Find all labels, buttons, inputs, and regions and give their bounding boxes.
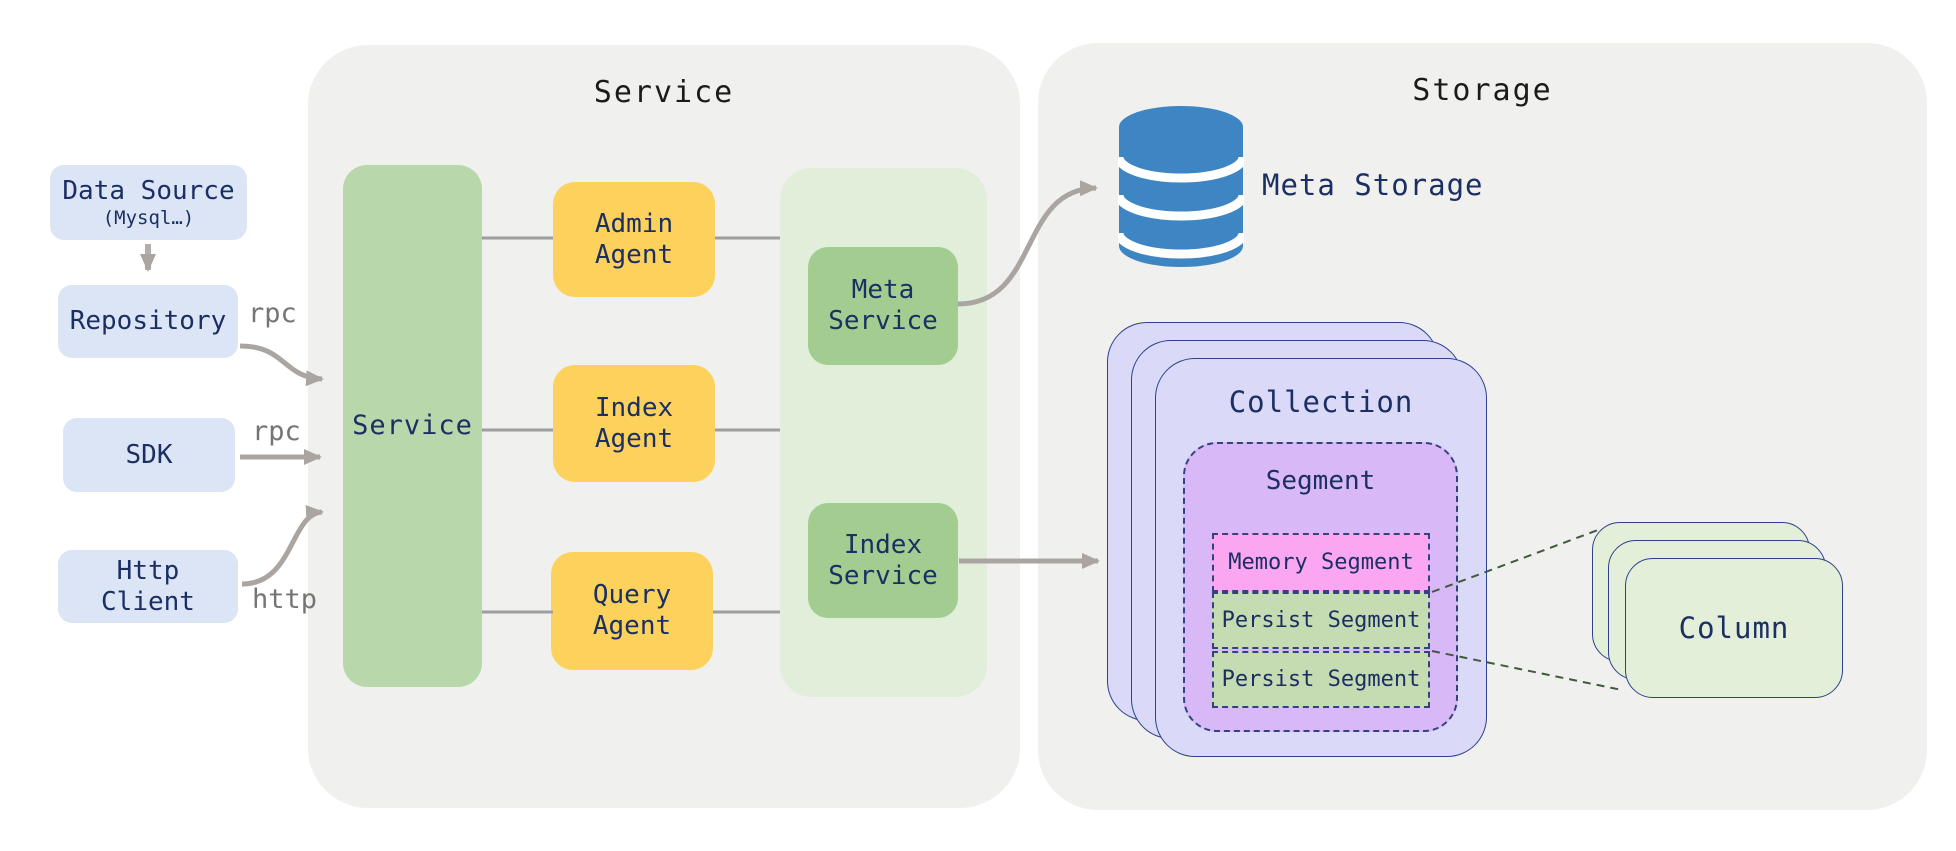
memory-segment-node: Memory Segment [1212,533,1430,592]
data-source-node: Data Source (Mysql…) [50,165,247,240]
service-main-node: Service [343,165,482,687]
sdk-node: SDK [63,418,235,492]
persist-segment-node-1: Persist Segment [1212,592,1430,649]
service-container-title: Service [593,75,735,110]
column-card-front: Column [1625,558,1843,698]
data-source-sublabel: (Mysql…) [102,206,195,229]
index-service-node: Index Service [808,503,958,618]
index-agent-label: Index Agent [594,392,674,454]
query-agent-node: Query Agent [551,552,713,670]
persist-segment-node-2: Persist Segment [1212,651,1430,708]
service-main-label: Service [352,410,473,442]
database-icon [1114,105,1248,269]
column-label: Column [1678,611,1790,645]
segment-label: Segment [1265,466,1376,496]
meta-service-node: Meta Service [808,247,958,365]
collection-label: Collection [1228,385,1414,419]
persist-segment-label-1: Persist Segment [1221,607,1421,633]
storage-container-title: Storage [1412,73,1553,108]
index-service-label: Index Service [828,529,938,591]
http-label: http [252,584,318,615]
admin-agent-node: Admin Agent [553,182,715,297]
rpc-label-sdk: rpc [252,416,301,447]
meta-storage-label: Meta Storage [1262,168,1484,202]
http-client-label: Http Client [101,555,195,617]
admin-agent-label: Admin Agent [594,208,674,270]
http-client-node: Http Client [58,550,238,623]
persist-segment-label-2: Persist Segment [1221,666,1421,692]
rpc-label-repository: rpc [248,298,297,329]
meta-service-label: Meta Service [828,275,938,336]
data-source-label: Data Source [62,175,235,206]
index-agent-node: Index Agent [553,365,715,482]
repository-node: Repository [58,285,238,358]
query-agent-label: Query Agent [592,580,672,641]
sdk-label: SDK [125,439,173,470]
repository-label: Repository [69,306,227,337]
memory-segment-label: Memory Segment [1228,549,1414,575]
